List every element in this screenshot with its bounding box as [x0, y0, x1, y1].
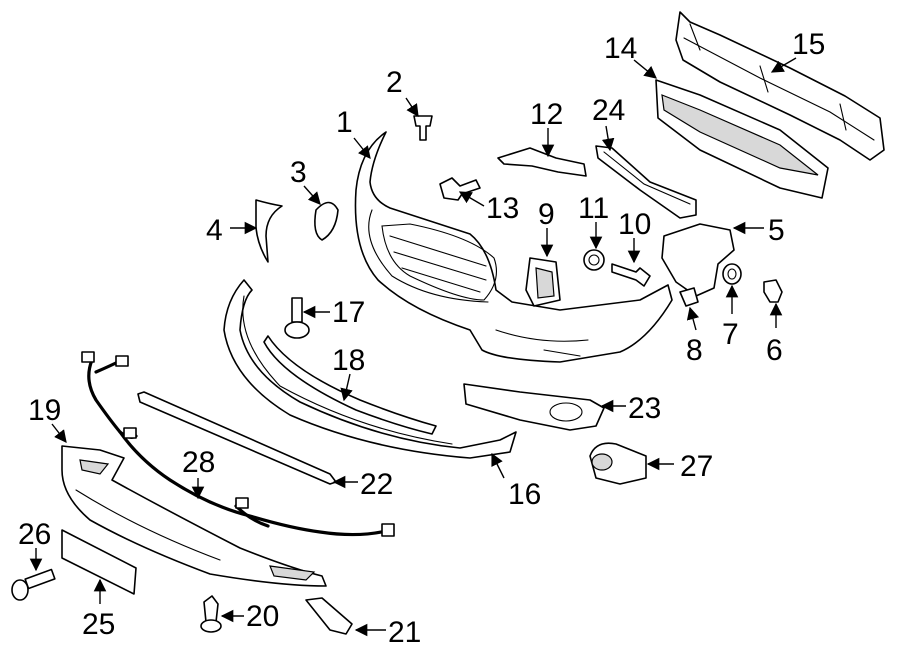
part-1-bumper-cover	[354, 131, 673, 363]
part-12-upper-bracket	[497, 147, 587, 177]
callout-17: 17	[332, 296, 365, 329]
part-21-trim-piece	[305, 597, 353, 635]
callout-22: 22	[360, 468, 393, 501]
part-3-cover-cap	[314, 201, 339, 241]
part-23-lamp-cover	[463, 383, 605, 431]
part-10-screw	[611, 263, 651, 287]
part-16-lower-spoiler	[223, 279, 517, 459]
callout-7: 7	[722, 318, 739, 351]
part-4-trim-piece	[255, 199, 283, 263]
part-27-parking-sensor	[589, 442, 647, 485]
part-8-clip	[679, 287, 699, 307]
part-6-bolt	[763, 279, 783, 303]
callout-25: 25	[82, 608, 115, 641]
part-17-bolt	[284, 297, 310, 339]
callout-27: 27	[680, 450, 713, 483]
callout-24: 24	[592, 94, 625, 127]
callout-20: 20	[246, 600, 279, 633]
part-20-push-clip	[200, 595, 222, 633]
part-13-bolt	[439, 177, 481, 201]
callout-labels: 1 2 3 4 5 6 7 8 9 10 11 12 13 14 15 16 1…	[18, 28, 825, 649]
callout-13: 13	[486, 192, 519, 225]
callout-21: 21	[388, 616, 421, 649]
part-25-plate-bracket	[61, 529, 137, 595]
callout-2: 2	[386, 66, 403, 99]
callout-14: 14	[604, 32, 637, 65]
callout-19: 19	[28, 394, 61, 427]
part-14-energy-absorber	[655, 79, 829, 199]
part-2-clip	[413, 115, 433, 141]
part-28-wiring-harness	[81, 351, 395, 537]
callout-11: 11	[578, 192, 609, 225]
callout-10: 10	[618, 208, 651, 241]
callout-1: 1	[336, 106, 353, 139]
callout-5: 5	[768, 214, 785, 247]
leader-lines	[29, 57, 797, 637]
callout-23: 23	[628, 392, 661, 425]
callout-9: 9	[538, 198, 555, 231]
callout-18: 18	[332, 344, 365, 377]
callout-6: 6	[766, 334, 783, 367]
part-7-washer	[722, 263, 742, 285]
part-11-grommet	[583, 249, 605, 271]
callout-15: 15	[792, 28, 825, 61]
part-5-side-bracket	[661, 223, 735, 297]
callout-16: 16	[508, 478, 541, 511]
part-26-bolt	[11, 568, 56, 601]
part-19-splash-shield	[61, 445, 327, 587]
part-24-grille-strip	[595, 145, 697, 219]
callout-26: 26	[18, 518, 51, 551]
part-15-impact-bar	[675, 11, 885, 161]
part-18-molding	[263, 335, 437, 435]
callout-28: 28	[182, 446, 215, 479]
callout-3: 3	[290, 156, 307, 189]
callout-8: 8	[686, 334, 703, 367]
callout-4: 4	[206, 214, 223, 247]
callout-12: 12	[530, 98, 563, 131]
part-9-bracket	[525, 257, 561, 307]
